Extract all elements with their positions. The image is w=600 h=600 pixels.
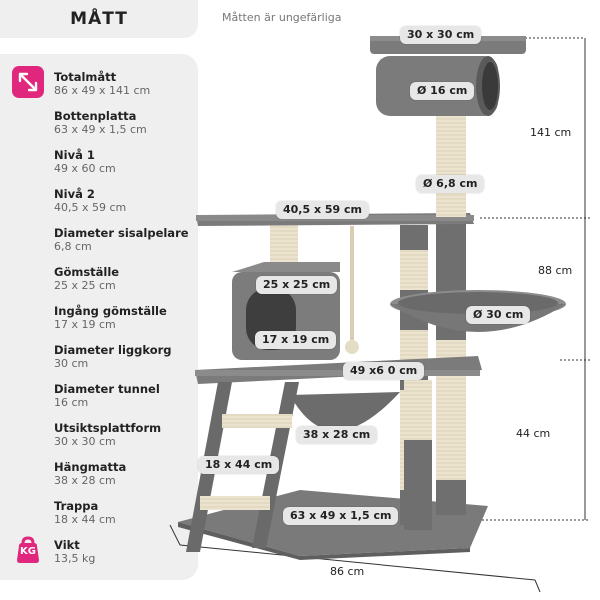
spec-label: Diameter liggkorg — [54, 343, 172, 357]
spec-label: Nivå 2 — [54, 187, 95, 201]
spec-value: 13,5 kg — [54, 552, 96, 565]
label-house-entry: 17 x 19 cm — [255, 331, 337, 349]
spec-label: Totalmått — [54, 70, 117, 84]
spec-label: Ingång gömställe — [54, 304, 167, 318]
spec-panel — [0, 54, 198, 580]
kg-icon-text: KG — [20, 546, 36, 557]
label-post: Ø 6,8 cm — [416, 175, 485, 193]
label-level1: 49 x6 0 cm — [343, 362, 425, 380]
label-house: 25 x 25 cm — [256, 276, 338, 294]
label-level2: 40,5 x 59 cm — [276, 201, 370, 219]
spec-value: 30 x 30 cm — [54, 435, 116, 448]
label-ladder: 18 x 44 cm — [198, 456, 280, 474]
spec-value: 6,8 cm — [54, 240, 92, 253]
spec-label: Bottenplatta — [54, 109, 137, 123]
label-top-platform: 30 x 30 cm — [400, 26, 482, 44]
label-base: 63 x 49 x 1,5 cm — [283, 507, 399, 525]
spec-label: Diameter tunnel — [54, 382, 160, 396]
hammock — [290, 392, 400, 431]
spec-value: 40,5 x 59 cm — [54, 201, 127, 214]
kettlebell-kg-icon: KG — [12, 534, 44, 566]
spec-label: Nivå 1 — [54, 148, 95, 162]
measure-width: 86 cm — [330, 565, 365, 578]
spec-value: 30 cm — [54, 357, 89, 370]
spec-value: 86 x 49 x 141 cm — [54, 84, 151, 97]
dimension-lines — [169, 37, 590, 593]
spec-label: Trappa — [54, 499, 99, 513]
page-title: MÅTT — [70, 9, 128, 29]
spec-label: Vikt — [54, 538, 80, 552]
post-top — [436, 112, 466, 217]
approximate-note: Måtten är ungefärliga — [222, 11, 342, 24]
spec-value: 63 x 49 x 1,5 cm — [54, 123, 147, 136]
spec-value: 49 x 60 cm — [54, 162, 116, 175]
spec-value: 16 cm — [54, 396, 89, 409]
label-basket: Ø 30 cm — [466, 306, 531, 324]
spec-value: 17 x 19 cm — [54, 318, 116, 331]
spec-value: 25 x 25 cm — [54, 279, 116, 292]
spec-label: Gömställe — [54, 265, 120, 279]
measure-height-total: 141 cm — [530, 126, 572, 139]
measure-height-low: 44 cm — [516, 427, 551, 440]
spec-label: Diameter sisalpelare — [54, 226, 189, 240]
spec-value: 18 x 44 cm — [54, 513, 116, 526]
spec-value: 38 x 28 cm — [54, 474, 116, 487]
spec-label: Utsiktsplattform — [54, 421, 162, 435]
header-title-box: MÅTT — [0, 0, 198, 38]
label-hammock: 38 x 28 cm — [296, 426, 378, 444]
measure-height-mid: 88 cm — [538, 264, 573, 277]
spec-label: Hängmatta — [54, 460, 127, 474]
resize-arrows-icon — [12, 66, 44, 98]
label-tunnel: Ø 16 cm — [410, 82, 475, 100]
